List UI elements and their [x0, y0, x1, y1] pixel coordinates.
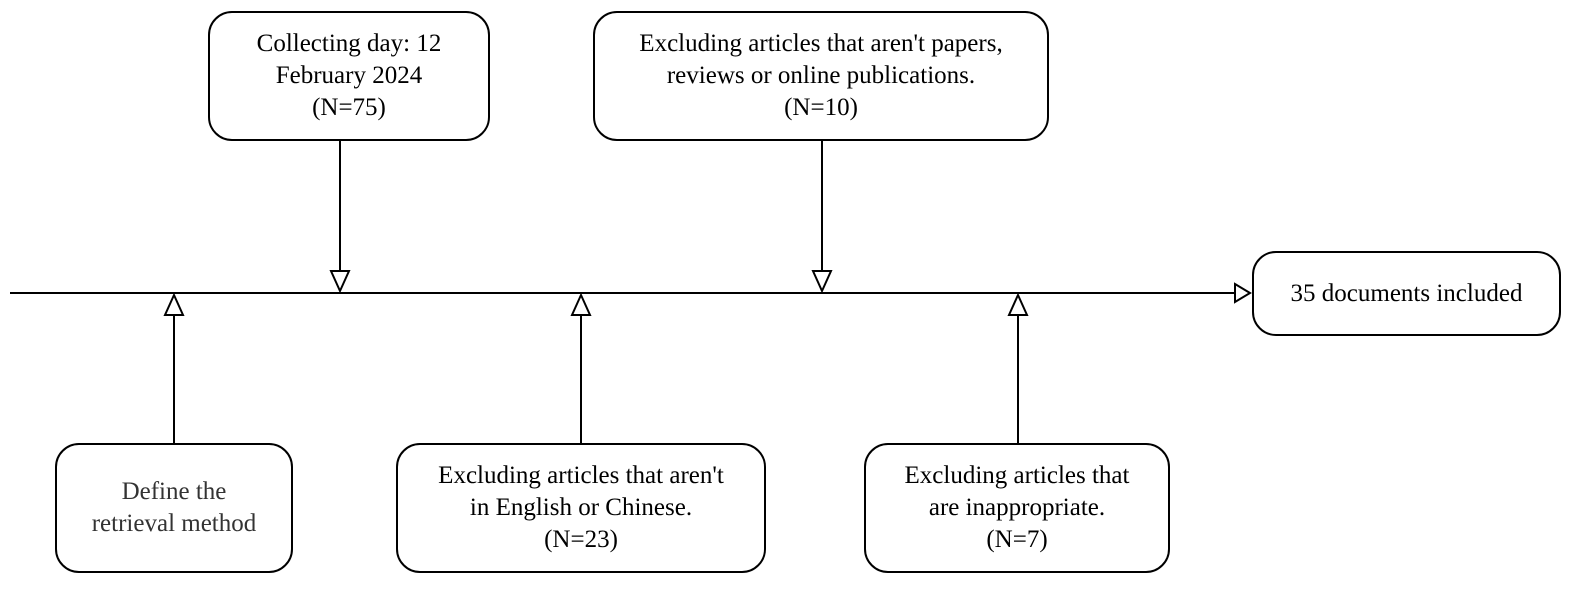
collecting-day-line-2: February 2024	[275, 62, 423, 89]
excluding-inappropriate-count: (N=7)	[986, 526, 1048, 553]
define-retrieval-text: Define the retrieval method	[92, 476, 257, 540]
arrowhead-excluding-inappropriate	[1007, 292, 1029, 316]
documents-included-line: 35 documents included	[1290, 279, 1523, 307]
excluding-language-box: Excluding articles that aren't in Englis…	[396, 443, 766, 573]
arrowhead-collecting	[329, 270, 351, 294]
excluding-inappropriate-text: Excluding articles that are inappropriat…	[905, 460, 1130, 556]
timeline-arrowhead	[1234, 282, 1252, 304]
define-retrieval-line-2: retrieval method	[91, 510, 257, 537]
excluding-language-text: Excluding articles that aren't in Englis…	[438, 460, 724, 556]
excluding-article-type-box: Excluding articles that aren't papers, r…	[593, 11, 1049, 141]
arrowhead-excluding-type	[811, 270, 833, 294]
documents-included-text: 35 documents included	[1291, 278, 1523, 310]
define-retrieval-box: Define the retrieval method	[55, 443, 293, 573]
arrowhead-define	[163, 292, 185, 316]
excluding-inappropriate-line-1: Excluding articles that	[904, 462, 1130, 489]
excluding-inappropriate-line-2: are inappropriate.	[928, 494, 1106, 521]
excluding-article-type-line-2: reviews or online publications.	[666, 62, 976, 89]
collecting-day-box: Collecting day: 12 February 2024 (N=75)	[208, 11, 490, 141]
excluding-article-type-text: Excluding articles that aren't papers, r…	[639, 28, 1002, 124]
arrowhead-excluding-language	[570, 292, 592, 316]
collecting-day-line-1: Collecting day: 12	[256, 30, 442, 57]
excluding-article-type-line-1: Excluding articles that aren't papers,	[639, 30, 1003, 57]
collecting-day-count: (N=75)	[312, 94, 386, 121]
define-retrieval-line-1: Define the	[121, 478, 227, 505]
excluding-language-line-1: Excluding articles that aren't	[438, 462, 724, 489]
documents-included-box: 35 documents included	[1252, 251, 1561, 336]
excluding-language-line-2: in English or Chinese.	[469, 494, 693, 521]
excluding-language-count: (N=23)	[544, 526, 618, 553]
excluding-inappropriate-box: Excluding articles that are inappropriat…	[864, 443, 1170, 573]
excluding-article-type-count: (N=10)	[784, 94, 858, 121]
collecting-day-text: Collecting day: 12 February 2024 (N=75)	[257, 28, 442, 124]
